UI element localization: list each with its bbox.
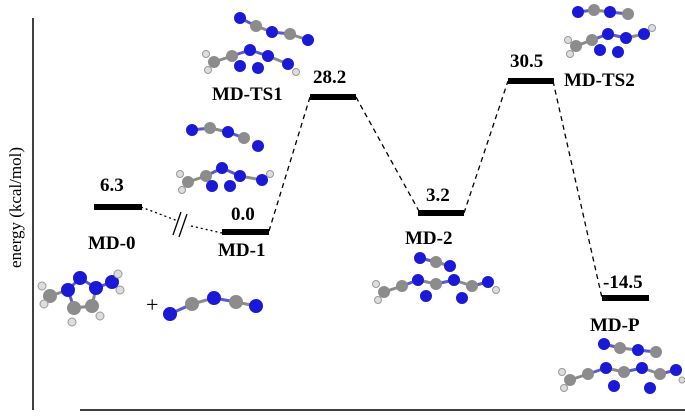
level-value-mdp: -14.5: [603, 272, 643, 293]
level-value-mdts1: 28.2: [313, 67, 346, 88]
level-bar-md1: [222, 229, 269, 235]
level-name-mdp: MD-P: [590, 315, 640, 336]
level-bar-mdp: [602, 295, 649, 301]
level-name-mdts2: MD-TS2: [564, 70, 635, 91]
level-bar-md0: [94, 204, 142, 210]
molecule-md1: [176, 122, 274, 194]
level-value-md1: 0.0: [231, 204, 255, 225]
y-axis-label: energy (kcal/mol): [6, 147, 25, 268]
molecule-mdts2: [564, 4, 656, 58]
molecule-md0-triazole: [37, 269, 125, 327]
level-bar-mdts1: [310, 94, 356, 100]
level-name-md0: MD-0: [88, 233, 135, 254]
plus-sign: +: [146, 292, 158, 317]
axis-break-mark: [172, 211, 182, 236]
level-bar-md2: [418, 210, 464, 216]
molecule-md0-cyanogen: [163, 291, 263, 321]
molecule-mdts1: [202, 12, 314, 76]
molecule-mdp: [558, 338, 685, 394]
level-name-md2: MD-2: [405, 228, 452, 249]
level-name-mdts1: MD-TS1: [212, 84, 283, 105]
level-value-mdts2: 30.5: [510, 51, 543, 72]
level-bar-mdts2: [508, 78, 554, 84]
connectors: [140, 80, 603, 299]
level-value-md2: 3.2: [426, 185, 450, 206]
molecule-md2: [372, 252, 500, 304]
level-name-md1: MD-1: [218, 240, 265, 261]
level-value-md0: 6.3: [100, 175, 124, 196]
